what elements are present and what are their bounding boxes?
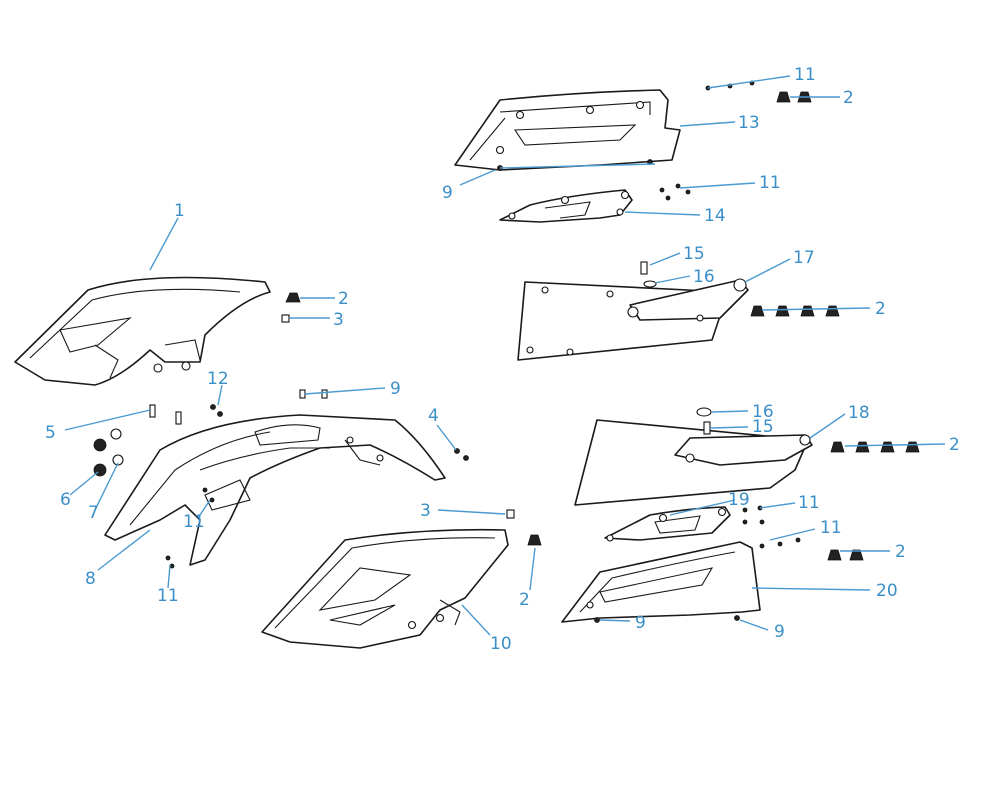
callout-11: 11 <box>794 65 816 85</box>
callout-3: 3 <box>420 501 431 521</box>
callout-11: 11 <box>759 173 781 193</box>
part-20-lower-right-cover <box>561 541 761 623</box>
callout-11: 11 <box>183 512 205 532</box>
part-1-side-cover <box>14 276 271 386</box>
callout-2: 2 <box>843 88 854 108</box>
part-13-upper-right-cover <box>454 89 681 171</box>
callout-6: 6 <box>60 490 71 510</box>
callout-17: 17 <box>793 248 815 268</box>
callout-3: 3 <box>333 310 344 330</box>
callout-18: 18 <box>848 403 870 423</box>
callout-15: 15 <box>683 244 705 264</box>
callout-12: 12 <box>207 369 229 389</box>
callout-15: 15 <box>752 417 774 437</box>
callout-11: 11 <box>820 518 842 538</box>
callout-8: 8 <box>85 569 96 589</box>
callout-10: 10 <box>490 634 512 654</box>
callout-13: 13 <box>738 113 760 133</box>
leader-lines <box>64 75 946 636</box>
callout-4: 4 <box>428 406 439 426</box>
part-8-tail-frame-cover <box>104 414 446 566</box>
callout-19: 19 <box>728 490 750 510</box>
callout-2: 2 <box>338 289 349 309</box>
callout-11: 11 <box>157 586 179 606</box>
part-14-bracket <box>499 189 633 223</box>
callout-2: 2 <box>895 542 906 562</box>
callout-9: 9 <box>774 622 785 642</box>
callout-14: 14 <box>704 206 726 226</box>
callout-2: 2 <box>875 299 886 319</box>
part-19-bracket <box>604 506 731 542</box>
part-18-panel <box>574 419 813 506</box>
part-17-panel <box>517 278 749 361</box>
callout-1: 1 <box>174 201 185 221</box>
callout-9: 9 <box>635 613 646 633</box>
part-10-lower-side-cover <box>261 528 509 649</box>
callout-11: 11 <box>798 493 820 513</box>
callout-9: 9 <box>390 379 401 399</box>
callout-9: 9 <box>442 183 453 203</box>
callout-2: 2 <box>949 435 960 455</box>
callout-20: 20 <box>876 581 898 601</box>
callout-16: 16 <box>693 267 715 287</box>
callout-7: 7 <box>88 503 99 523</box>
callout-5: 5 <box>45 423 56 443</box>
callout-2: 2 <box>519 590 530 610</box>
callout-labels: 1 2 3 12 9 4 5 6 7 8 11 11 3 2 10 11 2 1… <box>45 65 960 654</box>
callout-16: 16 <box>752 402 774 422</box>
